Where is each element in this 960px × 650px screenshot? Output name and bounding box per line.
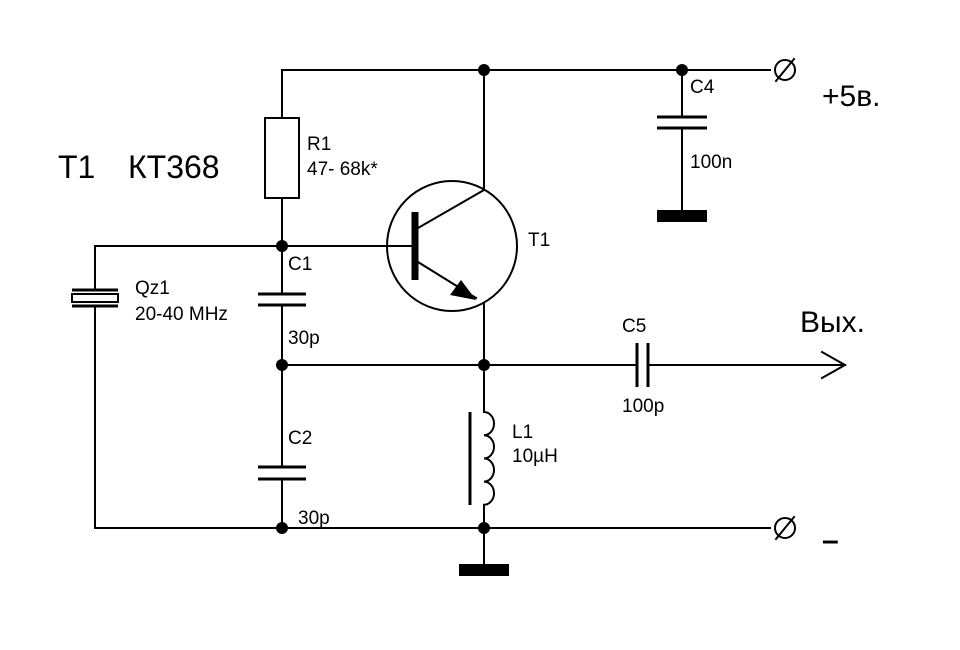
c1-value: 30p — [288, 328, 320, 349]
junctions — [276, 64, 688, 534]
l1-value: 10µH — [512, 446, 558, 467]
transistor-collector — [416, 188, 486, 230]
transistor-type-title: КТ368 — [128, 149, 220, 185]
capacitor-c4 — [657, 115, 707, 130]
transistor-t1 — [386, 180, 518, 312]
qz1-ref: Qz1 — [135, 278, 170, 299]
ground-symbol-c4 — [657, 210, 707, 222]
t1-ref: T1 — [528, 230, 550, 251]
ground-symbol-main — [459, 564, 509, 576]
c4-ref: C4 — [690, 77, 715, 98]
transistor-ref-title: T1 — [58, 149, 95, 185]
junction-dot — [276, 522, 288, 534]
c4-value: 100n — [690, 152, 732, 173]
r1-ref: R1 — [307, 134, 331, 155]
c2-value: 30p — [298, 508, 330, 529]
junction-dot — [276, 359, 288, 371]
c1-ref: C1 — [288, 254, 312, 275]
junction-dot — [276, 240, 288, 252]
capacitor-c5 — [635, 343, 650, 387]
inductor-l1 — [468, 410, 495, 506]
wires — [94, 69, 846, 566]
output-arrow-icon — [820, 350, 848, 380]
c5-value: 100p — [622, 396, 664, 417]
resistor-r1 — [264, 117, 300, 199]
emitter-arrow-icon — [450, 280, 476, 300]
supply-terminal-icon — [774, 57, 796, 83]
junction-dot — [676, 64, 688, 76]
capacitor-c2 — [258, 465, 306, 481]
capacitor-c1 — [258, 292, 306, 307]
transistor-envelope — [386, 180, 518, 312]
output-label: Вых. — [800, 306, 865, 339]
junction-dot — [478, 64, 490, 76]
junction-dot — [478, 522, 490, 534]
qz1-value: 20-40 MHz — [135, 304, 228, 325]
junction-dot — [478, 359, 490, 371]
l1-ref: L1 — [512, 422, 533, 443]
c2-ref: C2 — [288, 428, 312, 449]
ground-label: – — [822, 524, 839, 557]
c5-ref: C5 — [622, 316, 646, 337]
supply-label: +5в. — [822, 80, 880, 113]
crystal-qz1 — [71, 288, 119, 308]
ground-terminal-icon — [774, 515, 796, 541]
r1-value: 47- 68k* — [307, 159, 378, 180]
